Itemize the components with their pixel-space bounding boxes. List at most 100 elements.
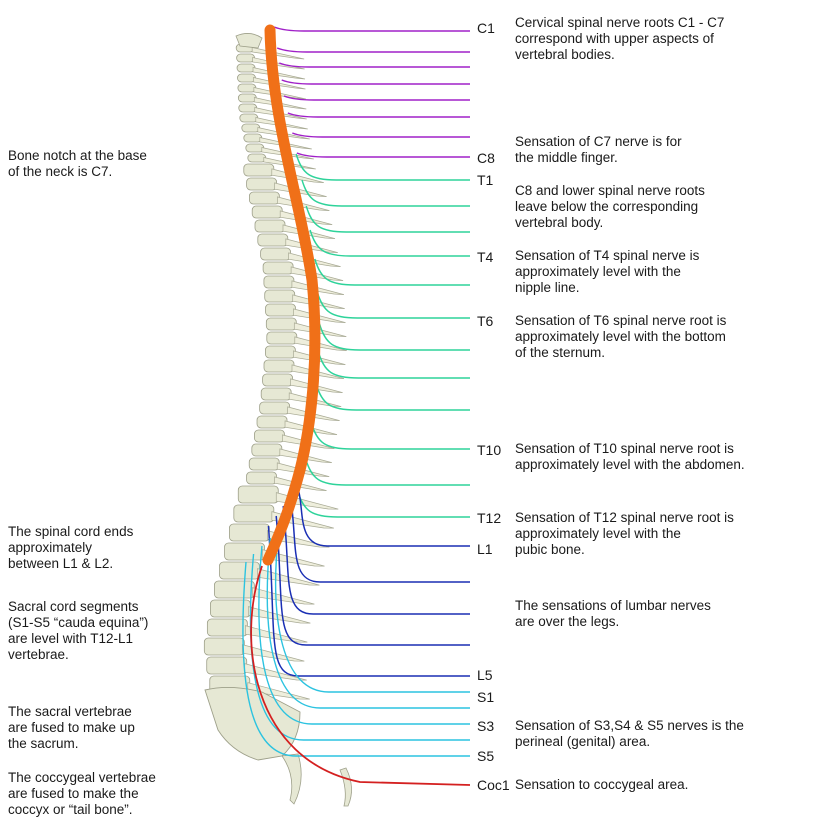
note-c7: Sensation of C7 nerve is for the middle … — [515, 134, 682, 166]
vertebral-body — [254, 430, 284, 442]
level-label-coc1: Coc1 — [477, 777, 510, 793]
note-sacrum: The sacral vertebrae are fused to make u… — [8, 704, 135, 752]
vertebral-body — [234, 505, 274, 522]
sacral-nerve-root — [276, 530, 470, 692]
vertebral-body — [247, 178, 277, 190]
vertebral-body — [225, 543, 265, 560]
note-t12: Sensation of T12 spinal nerve root is ap… — [515, 510, 734, 558]
vertebral-body — [249, 192, 279, 204]
level-label-l1: L1 — [477, 541, 493, 557]
note-neck: Bone notch at the base of the neck is C7… — [8, 148, 147, 180]
vertebral-body — [264, 276, 294, 288]
level-label-t4: T4 — [477, 249, 493, 265]
thoracic-nerve-root — [306, 206, 470, 232]
vertebral-body — [265, 346, 295, 358]
sacrum — [205, 687, 300, 760]
vertebral-body — [237, 74, 255, 82]
vertebral-body — [263, 374, 293, 386]
thoracic-nerve-root — [298, 491, 470, 517]
vertebral-body — [210, 600, 250, 617]
cervical-nerve-root — [282, 80, 470, 84]
note-sacral-cord: Sacral cord segments (S1-S5 “cauda equin… — [8, 599, 148, 663]
vertebral-body — [261, 388, 291, 400]
thoracic-nerve-root — [317, 292, 470, 318]
level-label-t10: T10 — [477, 442, 501, 458]
vertebral-body — [229, 524, 269, 541]
note-cervical: Cervical spinal nerve roots C1 - C7 corr… — [515, 15, 724, 63]
vertebral-body — [237, 64, 255, 72]
spinous-process — [245, 626, 307, 642]
thoracic-nerve-root — [311, 423, 470, 449]
cervical-nerve-root — [279, 63, 470, 67]
thoracic-nerve-root — [296, 154, 470, 180]
level-label-s3: S3 — [477, 718, 494, 734]
cervical-nerve-root — [277, 48, 470, 52]
spinous-process — [252, 588, 314, 604]
vertebral-body — [238, 486, 278, 503]
note-t10: Sensation of T10 spinal nerve root is ap… — [515, 441, 745, 473]
spinous-process — [253, 68, 305, 80]
vertebral-body — [252, 206, 282, 218]
vertebral-body — [247, 472, 277, 484]
vertebral-body — [267, 332, 297, 344]
vertebral-body — [240, 114, 258, 122]
vertebral-body — [249, 458, 279, 470]
vertebral-column — [204, 33, 351, 806]
vertebral-body — [207, 657, 247, 674]
cervical-nerve-root — [297, 153, 470, 157]
level-label-t1: T1 — [477, 172, 493, 188]
note-c8: C8 and lower spinal nerve roots leave be… — [515, 183, 705, 231]
note-t4: Sensation of T4 spinal nerve is approxim… — [515, 248, 699, 296]
level-label-s5: S5 — [477, 748, 494, 764]
skull-base — [236, 33, 262, 48]
vertebral-body — [214, 581, 254, 598]
level-label-c1: C1 — [477, 20, 495, 36]
level-label-c8: C8 — [477, 150, 495, 166]
level-label-s1: S1 — [477, 689, 494, 705]
vertebral-body — [244, 134, 262, 142]
lumbar-nerve-root — [276, 516, 470, 645]
cervical-nerve-root — [274, 27, 470, 31]
vertebral-body — [204, 638, 244, 655]
level-label-l5: L5 — [477, 667, 493, 683]
vertebral-body — [266, 304, 296, 316]
note-t6: Sensation of T6 spinal nerve root is app… — [515, 313, 726, 361]
vertebral-body — [264, 360, 294, 372]
spinous-process — [253, 58, 305, 70]
note-sacral: Sensation of S3,S4 & S5 nerves is the pe… — [515, 718, 744, 750]
vertebral-body — [255, 220, 285, 232]
spinous-process — [248, 607, 310, 623]
vertebral-body — [238, 94, 256, 102]
thoracic-nerve-root — [302, 180, 470, 206]
spinous-process — [272, 169, 324, 183]
vertebral-body — [242, 124, 260, 132]
cervical-nerve-root — [292, 133, 470, 137]
vertebral-body — [207, 619, 247, 636]
vertebral-body — [239, 104, 257, 112]
note-lumbar: The sensations of lumbar nerves are over… — [515, 598, 711, 630]
vertebral-body — [266, 318, 296, 330]
level-label-t6: T6 — [477, 313, 493, 329]
thoracic-nerve-root — [318, 352, 470, 378]
spinous-process — [252, 48, 304, 60]
vertebral-body — [263, 262, 293, 274]
cervical-nerve-root — [288, 113, 470, 117]
vertebral-body — [238, 84, 256, 92]
vertebral-body — [237, 54, 255, 62]
vertebral-body — [258, 234, 288, 246]
vertebral-body — [248, 154, 266, 162]
coccyx — [282, 754, 301, 804]
level-label-t12: T12 — [477, 510, 501, 526]
note-coccygeal: Sensation to coccygeal area. — [515, 777, 688, 793]
coccygeal-segment — [340, 768, 352, 806]
thoracic-nerve-root — [320, 324, 470, 350]
note-coccyx: The coccygeal vertebrae are fused to mak… — [8, 770, 156, 818]
vertebral-body — [246, 144, 264, 152]
vertebral-body — [244, 164, 274, 176]
vertebral-body — [257, 416, 287, 428]
vertebral-body — [252, 444, 282, 456]
cervical-nerve-root — [284, 96, 470, 100]
spinous-process — [295, 337, 347, 351]
vertebral-body — [261, 248, 291, 260]
